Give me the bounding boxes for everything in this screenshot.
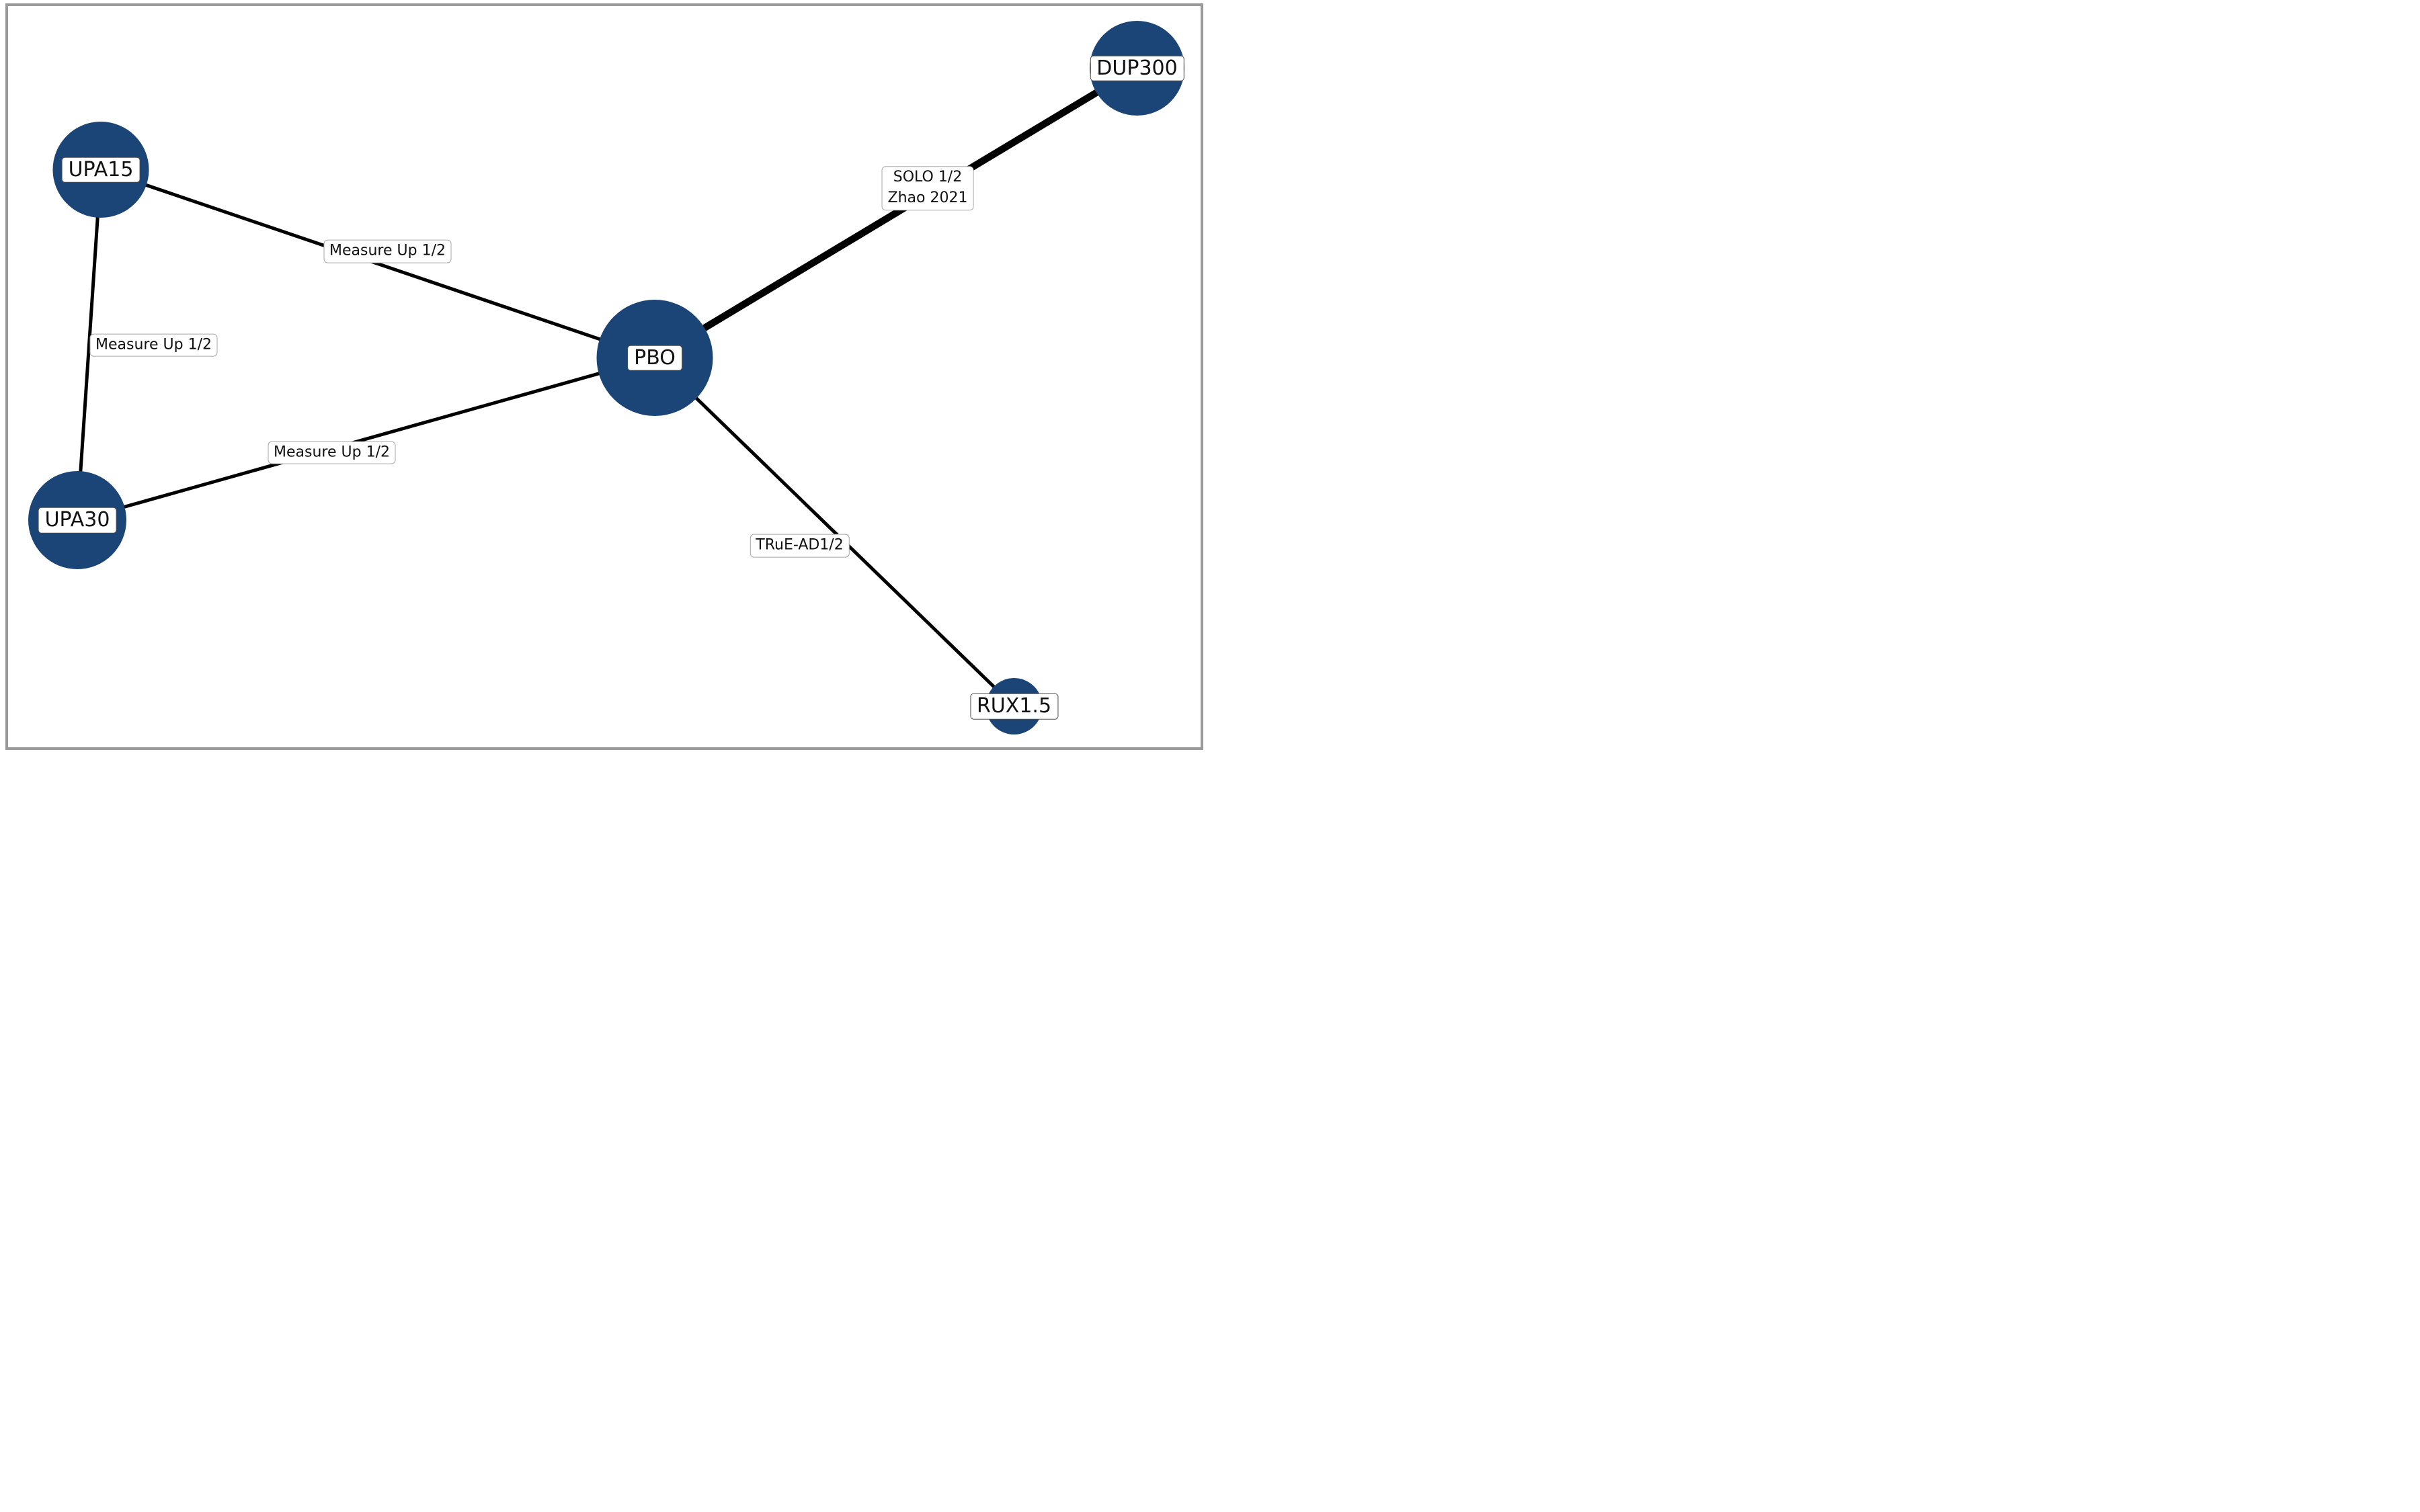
edge-label: TRuE-AD1/2 [750, 534, 850, 558]
graph-edge [75, 169, 103, 521]
edge-label-text: TRuE-AD1/2 [756, 536, 844, 554]
node-label: DUP300 [1090, 55, 1184, 81]
edge-label-text: Measure Up 1/2 [95, 336, 212, 353]
node-label: UPA30 [38, 507, 117, 534]
edge-label-text: SOLO 1/2 [893, 169, 963, 186]
edge-label: Measure Up 1/2 [323, 239, 452, 263]
edge-label-text: Measure Up 1/2 [329, 242, 446, 259]
node-label: PBO [627, 345, 682, 371]
edge-label-text: Zhao 2021 [887, 190, 968, 206]
graph-edge [100, 168, 655, 360]
graph-edge [77, 356, 655, 522]
graph-edge [653, 356, 1016, 708]
edges-layer [75, 65, 1139, 708]
node-label: RUX1.5 [969, 693, 1059, 720]
edge-label: Measure Up 1/2 [268, 441, 396, 464]
edge-label: Measure Up 1/2 [89, 333, 218, 357]
edge-label-text: Measure Up 1/2 [274, 444, 390, 461]
graph-edge [653, 65, 1139, 362]
node-label: UPA15 [61, 157, 140, 183]
